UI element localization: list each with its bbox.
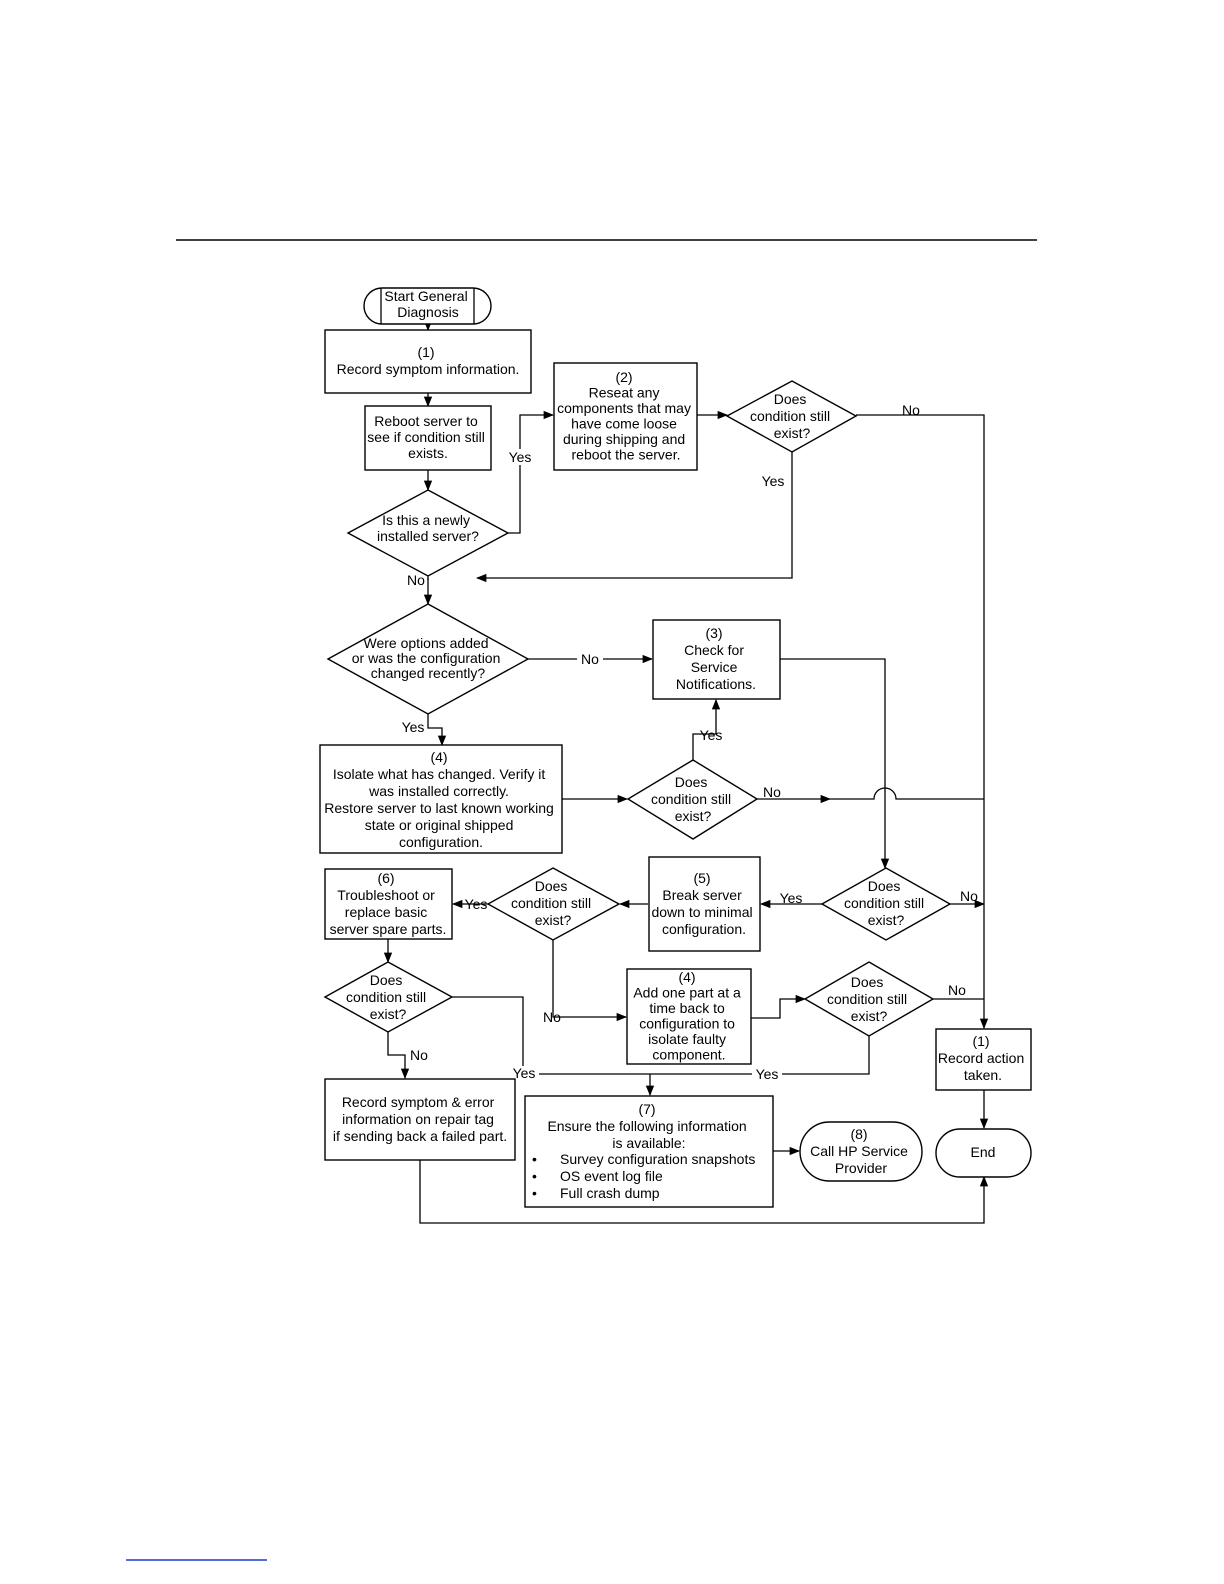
condition-decision-2-label: Does condition still exist? bbox=[651, 774, 735, 824]
edge-labels: Yes No Yes No No Yes Yes No No Yes Yes N… bbox=[402, 402, 978, 1082]
add-part-box: (4) Add one part at a time back to confi… bbox=[626, 968, 752, 1065]
newly-installed-label: Is this a newly installed server? bbox=[377, 512, 479, 544]
break-server-box: (5) Break server down to minimal configu… bbox=[648, 856, 761, 952]
condition-decision-2: Does condition still exist? bbox=[626, 759, 759, 840]
condition-decision-3: Does condition still exist? bbox=[486, 867, 621, 941]
label-yes-cond-2: Yes bbox=[700, 727, 723, 743]
end-terminator: End bbox=[935, 1128, 1032, 1178]
check-notifications-box: (3) Check for Service Notifications. bbox=[652, 619, 781, 700]
condition-decision-5-label: Does condition still exist? bbox=[346, 972, 430, 1022]
record-symptom-label: (1) Record symptom information. bbox=[337, 344, 520, 377]
call-hp-terminator: (8) Call HP Service Provider bbox=[799, 1121, 923, 1182]
ensure-bullet-2: • OS event log file bbox=[532, 1168, 663, 1184]
call-hp-label: (8) Call HP Service Provider bbox=[810, 1126, 912, 1176]
reseat-box: (2) Reseat any components that may have … bbox=[553, 362, 698, 471]
troubleshoot-label: (6) Troubleshoot or replace basic server… bbox=[330, 870, 447, 937]
label-no-cond-4: No bbox=[960, 888, 978, 904]
condition-decision-4-label: Does condition still exist? bbox=[844, 878, 928, 928]
options-added-decision: Were options added or was the configurat… bbox=[326, 603, 530, 715]
reseat-label: (2) Reseat any components that may have … bbox=[557, 369, 695, 463]
label-no-cond-3: No bbox=[543, 1009, 561, 1025]
label-no-cond-5: No bbox=[410, 1047, 428, 1063]
condition-decision-6: Does condition still exist? bbox=[803, 961, 935, 1037]
condition-decision-4: Does condition still exist? bbox=[820, 867, 952, 941]
label-no-cond-6: No bbox=[948, 982, 966, 998]
condition-decision-5: Does condition still exist? bbox=[323, 961, 454, 1033]
ensure-info-box: (7) Ensure the following information is … bbox=[524, 1095, 774, 1208]
ensure-bullet-1: • Survey configuration snapshots bbox=[532, 1151, 755, 1167]
record-error-label: Record symptom & error information on re… bbox=[333, 1094, 507, 1144]
label-no-cond-2: No bbox=[763, 784, 781, 800]
isolate-box: (4) Isolate what has changed. Verify it … bbox=[319, 744, 563, 854]
troubleshoot-box: (6) Troubleshoot or replace basic server… bbox=[324, 868, 453, 940]
condition-decision-6-label: Does condition still exist? bbox=[827, 974, 911, 1024]
label-yes-options: Yes bbox=[402, 719, 425, 735]
label-yes-cond-3: Yes bbox=[465, 896, 488, 912]
record-symptom-box: (1) Record symptom information. bbox=[324, 329, 532, 394]
condition-decision-1: Does condition still exist? bbox=[725, 380, 858, 453]
label-yes-cond-4: Yes bbox=[780, 890, 803, 906]
condition-decision-3-label: Does condition still exist? bbox=[511, 878, 595, 928]
label-no-newly-installed: No bbox=[407, 572, 425, 588]
reboot-box: Reboot server to see if condition still … bbox=[364, 405, 492, 471]
ensure-info-label: (7) Ensure the following information is … bbox=[547, 1101, 750, 1151]
start-label: Start General Diagnosis bbox=[384, 288, 471, 320]
record-action-label: (1) Record action taken. bbox=[938, 1033, 1028, 1083]
label-no-options: No bbox=[581, 651, 599, 667]
label-yes-cond-5: Yes bbox=[513, 1065, 536, 1081]
label-yes-newly-installed: Yes bbox=[509, 449, 532, 465]
break-server-label: (5) Break server down to minimal configu… bbox=[651, 870, 756, 937]
end-label: End bbox=[971, 1144, 996, 1160]
options-added-label: Were options added or was the configurat… bbox=[352, 635, 505, 681]
record-error-box: Record symptom & error information on re… bbox=[324, 1078, 516, 1161]
condition-decision-1-label: Does condition still exist? bbox=[750, 391, 834, 441]
label-yes-cond-1: Yes bbox=[762, 473, 785, 489]
isolate-label: (4) Isolate what has changed. Verify it … bbox=[324, 749, 557, 850]
reboot-label: Reboot server to see if condition still … bbox=[367, 413, 488, 461]
connectors bbox=[383, 320, 989, 1224]
record-action-box: (1) Record action taken. bbox=[935, 1028, 1032, 1091]
label-no-cond-1: No bbox=[902, 402, 920, 418]
ensure-bullet-3: • Full crash dump bbox=[532, 1185, 660, 1201]
start-terminator: Start General Diagnosis bbox=[363, 287, 492, 325]
check-notifications-label: (3) Check for Service Notifications. bbox=[676, 625, 756, 692]
newly-installed-decision: Is this a newly installed server? bbox=[346, 489, 510, 577]
label-yes-cond-6: Yes bbox=[756, 1066, 779, 1082]
add-part-label: (4) Add one part at a time back to confi… bbox=[633, 969, 744, 1063]
